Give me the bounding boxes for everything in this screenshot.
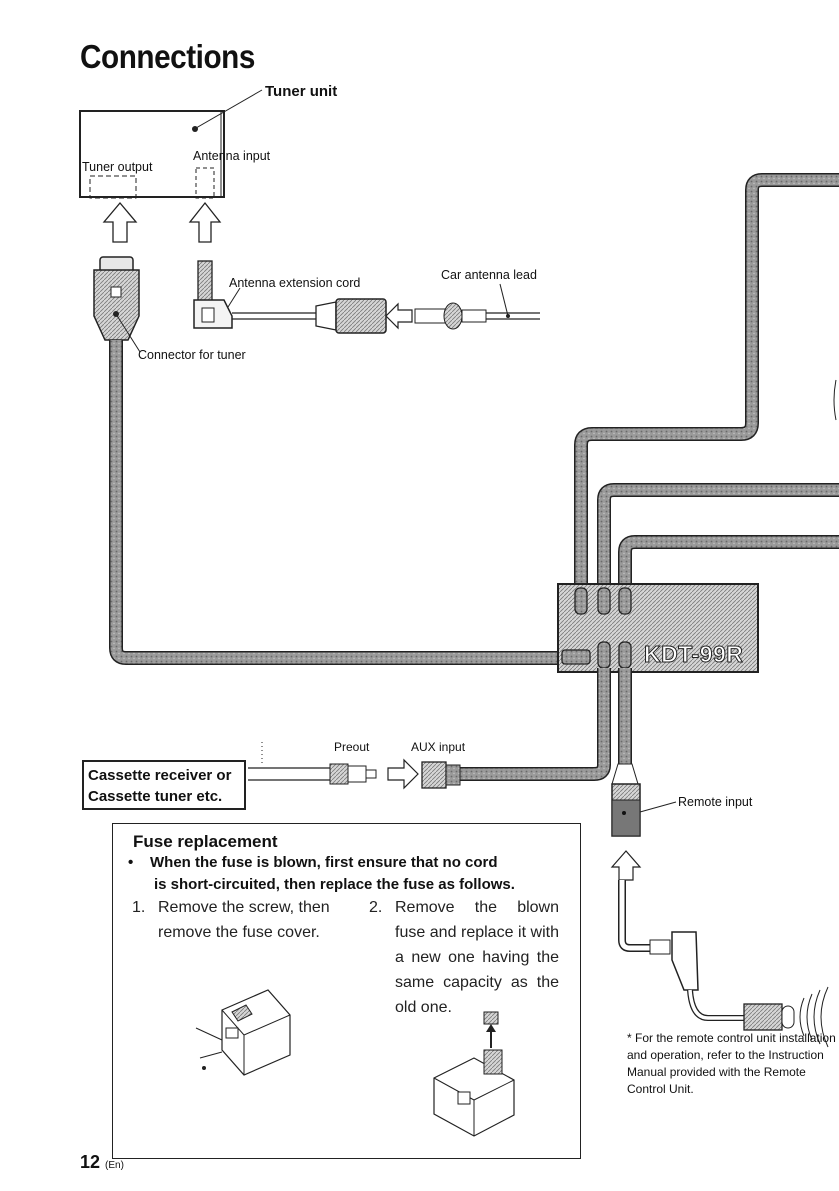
- car-antenna-lead: [414, 283, 540, 330]
- page-title: Connections: [80, 38, 255, 75]
- antenna-extension-cord: [193, 260, 387, 334]
- step-1-number: 1.: [132, 899, 146, 916]
- up-arrow-icon: [102, 201, 138, 243]
- fuse-cover-illustration: [195, 989, 291, 1076]
- cassette-line-2: Cassette tuner etc.: [88, 788, 223, 805]
- up-arrow-icon: [188, 201, 222, 243]
- aux-input-label: AUX input: [411, 740, 466, 754]
- fuse-warning-line-1: When the fuse is blown, first ensure tha…: [150, 854, 498, 871]
- fuse-warning: • When the fuse is blown, first ensure th…: [128, 852, 568, 896]
- remote-sensor-cord: [618, 880, 829, 1048]
- left-arrow-icon: [385, 302, 413, 330]
- page-number: 12 (En): [80, 1152, 124, 1173]
- step-2-number: 2.: [369, 899, 383, 916]
- kdt-99r-unit: [557, 583, 759, 673]
- model-label: KDT-99R: [643, 641, 744, 668]
- fuse-step-2: 2. Remove the blown fuse and replace it …: [369, 895, 559, 1020]
- aux-input-plug: [421, 761, 461, 789]
- cassette-line-1: Cassette receiver or: [88, 767, 232, 784]
- fuse-title: Fuse replacement: [133, 832, 278, 851]
- tuner-cable: [109, 340, 560, 665]
- aux-cable: [458, 668, 611, 781]
- connector-for-tuner-label: Connector for tuner: [138, 348, 246, 362]
- antenna-extension-cord-label: Antenna extension cord: [229, 276, 361, 290]
- fuse-step-1: 1. Remove the screw, then remove the fus…: [132, 895, 337, 945]
- tuner-unit-box: [79, 89, 263, 199]
- antenna-input-label: Antenna input: [193, 149, 271, 163]
- car-antenna-lead-label: Car antenna lead: [441, 268, 537, 282]
- cassette-source-box: Cassette receiver or Cassette tuner etc.: [82, 760, 246, 810]
- right-arrow-icon: [387, 758, 419, 790]
- step-2-text: Remove the blown fuse and replace it wit…: [395, 899, 559, 1016]
- up-arrow-icon: [610, 850, 642, 881]
- fuse-replacement-box: [112, 823, 581, 1159]
- page-number-suffix: (En): [105, 1160, 124, 1171]
- remote-input-plug: [611, 763, 677, 837]
- preout-plug: [248, 742, 377, 785]
- fuse-warning-line-2: is short-circuited, then replace the fus…: [154, 876, 515, 893]
- fuse-replace-illustration: [433, 1011, 515, 1137]
- bullet-icon: •: [128, 854, 134, 871]
- page-number-value: 12: [80, 1152, 101, 1172]
- preout-label: Preout: [334, 740, 370, 754]
- remote-control-note: * For the remote control unit installati…: [627, 1031, 836, 1096]
- tuner-unit-label: Tuner unit: [265, 83, 338, 100]
- tuner-connector-plug: [93, 256, 141, 353]
- tuner-output-label: Tuner output: [82, 160, 153, 174]
- remote-input-label: Remote input: [678, 795, 753, 809]
- power-cables: [574, 173, 839, 600]
- step-1-text: Remove the screw, then remove the fuse c…: [158, 899, 330, 941]
